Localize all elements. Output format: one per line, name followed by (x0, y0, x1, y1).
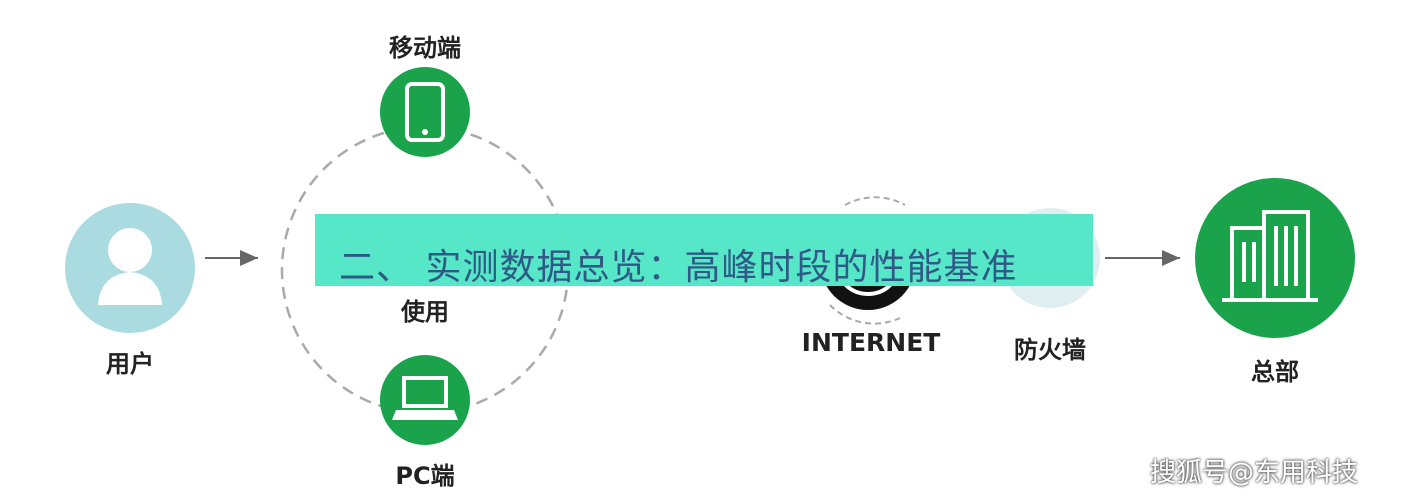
watermark: 搜狐号@东用科技 (1150, 458, 1359, 488)
user-label: 用户 (106, 350, 154, 378)
hq-label: 总部 (1251, 358, 1299, 386)
usage-label: 使用 (401, 298, 449, 326)
pc-label: PC端 (395, 462, 455, 490)
mobile-label: 移动端 (389, 34, 461, 62)
laptop-icon (380, 355, 470, 445)
phone-icon (380, 67, 470, 157)
user-icon (65, 203, 195, 333)
title-banner: 二、 实测数据总览：高峰时段的性能基准 (315, 214, 1093, 288)
firewall-label: 防火墙 (1014, 336, 1086, 364)
internet-label: INTERNET (801, 328, 941, 357)
banner-title: 二、 实测数据总览：高峰时段的性能基准 (339, 247, 1018, 288)
building-icon (1195, 178, 1355, 338)
